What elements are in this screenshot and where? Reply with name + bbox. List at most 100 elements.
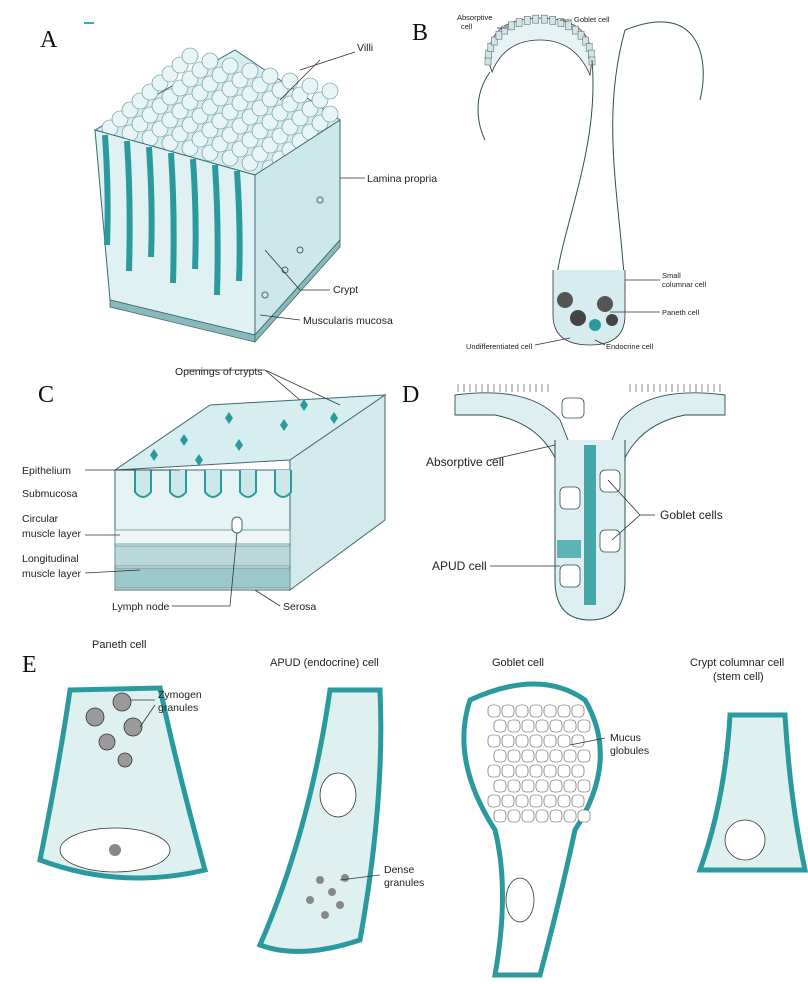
mucus-globule [544,795,556,807]
label-serosa: Serosa [283,601,316,613]
mucus-globule [564,780,576,792]
mucus-globule [536,780,548,792]
mucus-globule [572,705,584,717]
longitudinal-muscle [115,546,290,566]
villi-block [95,48,340,342]
epithelial-cell [516,19,522,27]
mucus-globule [558,705,570,717]
apud-nucleus [320,773,356,817]
mucus-globule [488,765,500,777]
label-absorptive-1: Absorptive [457,13,492,22]
title-crypt-cell-2: (stem cell) [713,671,764,683]
mucus-globule [530,735,542,747]
mucus-globule [522,810,534,822]
mucus-globule [572,735,584,747]
crypt-c [135,470,151,497]
epithelial-cell [509,22,515,30]
epithelial-cell [541,15,547,23]
mucus-globule [536,750,548,762]
mucus-globule [578,810,590,822]
mucus-globule [516,795,528,807]
mucus-globule [536,810,548,822]
crypt-finger [149,147,152,257]
label-lamina-propria: Lamina propria [367,173,437,185]
panel-d: D Absorptive cell Goblet cells APUD cell [402,382,725,620]
title-crypt-cell-1: Crypt columnar cell [690,657,784,669]
mucus-globule [530,795,542,807]
title-goblet-cell: Goblet cell [492,657,544,669]
crypt-lumen [584,445,596,605]
goblet-nucleus [506,878,534,922]
mucus-globule [516,765,528,777]
panel-c: C Openings of c [22,366,385,613]
mucus-globule [494,720,506,732]
brush-border [458,384,720,392]
villus-right [625,22,703,100]
crypt-c [240,470,256,497]
mucus-globule [508,750,520,762]
circular-muscle [115,530,290,544]
epithelial-cell [550,16,556,24]
title-apud-cell: APUD (endocrine) cell [270,657,379,669]
villus-top [322,83,338,99]
epithelial-cell [524,16,530,24]
villus-top [262,68,278,84]
label-dense-1: Dense [384,864,415,876]
title-paneth-cell: Paneth cell [92,639,146,651]
crypt-finger [237,171,240,281]
serosa-layer [115,568,290,588]
label-longitudinal-1: Longitudinal [22,553,79,565]
mucus-globule [564,810,576,822]
small-mark [84,22,94,24]
mucus-globule [522,780,534,792]
mucus-globule [544,765,556,777]
villus-top [182,48,198,64]
label-crypt: Crypt [333,284,358,296]
panel-e-letter: E [22,652,37,678]
label-mucus-2: globules [610,745,649,757]
label-circular-1: Circular [22,513,59,525]
panel-b-letter: B [412,20,428,46]
mucus-globule [522,750,534,762]
villus-top [242,63,258,79]
mucus-globule [494,780,506,792]
label-longitudinal-2: muscle layer [22,568,81,580]
mucus-globule [502,795,514,807]
label-endocrine-cell: Endocrine cell [606,342,653,351]
epithelial-cell [533,15,539,23]
label-apud-cell: APUD cell [432,559,487,573]
mucus-globule [558,735,570,747]
epithelial-cell [496,31,502,39]
mucus-globule [502,705,514,717]
mucus-globule [522,720,534,732]
crypt-wall-right [613,30,625,290]
label-goblet-cells-d: Goblet cells [660,508,723,522]
lymph-node [232,517,242,533]
mucus-globule [536,720,548,732]
epithelial-cell [565,22,571,30]
villi-leader [300,52,355,70]
mucus-globule [530,765,542,777]
villus-top [222,58,238,74]
mucus-globule [564,750,576,762]
panel-e: E Paneth cell Zymogen granules APUD (end… [22,639,805,975]
panel-a: A Villi Lamina propria Crypt [40,22,437,342]
label-epithelium: Epithelium [22,465,71,477]
villus-top [302,78,318,94]
crypt-finger [193,159,196,269]
mucus-globule [530,705,542,717]
mucus-globule [550,810,562,822]
apud-cell [260,690,381,951]
villus-top [202,53,218,69]
label-paneth-cell-b: Paneth cell [662,308,699,317]
label-submucosa: Submucosa [22,488,78,500]
mucus-globule [502,765,514,777]
mucus-globule [488,795,500,807]
label-zymogen-1: Zymogen [158,689,202,701]
label-small-columnar-1: Small [662,271,681,280]
label-zymogen-2: granules [158,702,198,714]
mucus-globule [578,750,590,762]
villus-top [282,73,298,89]
label-circular-2: muscle layer [22,528,81,540]
mucus-globule [494,750,506,762]
